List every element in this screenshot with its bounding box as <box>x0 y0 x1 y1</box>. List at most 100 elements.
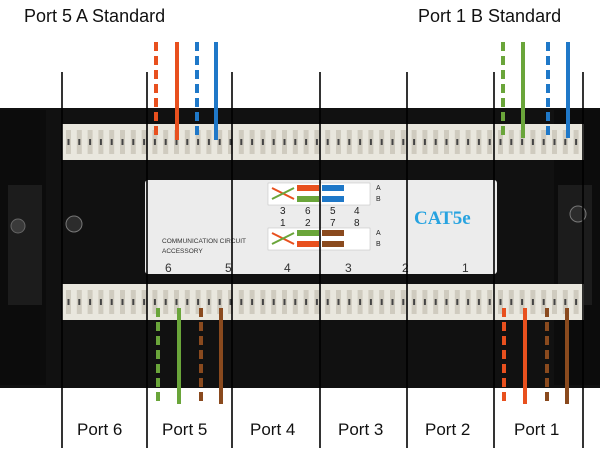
idc-slot <box>369 299 372 305</box>
pin-1: 1 <box>280 218 286 229</box>
plate-port-1: 1 <box>462 261 469 275</box>
idc-slot <box>434 139 437 145</box>
idc-slot <box>391 299 394 305</box>
idc-slot <box>305 139 308 145</box>
idc-slot <box>413 299 416 305</box>
idc-slot <box>294 139 297 145</box>
idc-slot <box>456 139 459 145</box>
idc-slot <box>456 299 459 305</box>
wires-port5-top <box>154 42 218 140</box>
idc-slot <box>229 299 232 305</box>
idc-slot <box>110 139 113 145</box>
idc-slot <box>510 299 513 305</box>
idc-slot <box>521 139 524 145</box>
port-label-5: Port 5 <box>162 420 208 439</box>
idc-slot <box>553 299 556 305</box>
plate-port-numbers: 6 5 4 3 2 1 <box>165 261 469 275</box>
idc-slot <box>121 299 124 305</box>
idc-slot <box>272 139 275 145</box>
idc-slot <box>207 299 210 305</box>
screw-left-icon <box>10 218 26 234</box>
plate-port-5: 5 <box>225 261 232 275</box>
plate-port-4: 4 <box>284 261 291 275</box>
idc-slot <box>283 139 286 145</box>
idc-slot <box>186 139 189 145</box>
idc-slot <box>326 299 329 305</box>
idc-slot <box>240 139 243 145</box>
idc-slot <box>348 299 351 305</box>
port-label-1: Port 1 <box>514 420 560 439</box>
idc-slot <box>445 139 448 145</box>
pair-tag-bottom-a: A <box>376 230 381 237</box>
idc-slot <box>488 139 491 145</box>
idc-slot <box>132 139 135 145</box>
category-label: CAT5e <box>414 208 471 229</box>
idc-slot <box>99 139 102 145</box>
plate-label-line2: ACCESSORY <box>162 248 203 255</box>
idc-slot <box>434 299 437 305</box>
idc-strip-bg <box>62 284 584 320</box>
idc-slot <box>218 139 221 145</box>
idc-slot <box>251 139 254 145</box>
label-plate <box>145 180 497 274</box>
pin-7: 7 <box>330 218 336 229</box>
idc-slot <box>467 299 470 305</box>
idc-slot <box>575 299 578 305</box>
idc-slot <box>326 139 329 145</box>
screw-left-inner-icon <box>65 215 83 233</box>
plate-port-2: 2 <box>402 261 409 275</box>
idc-slot <box>467 139 470 145</box>
idc-slot <box>143 139 146 145</box>
idc-slot <box>499 139 502 145</box>
pin-5: 5 <box>330 206 336 217</box>
idc-slot <box>337 139 340 145</box>
idc-slot <box>521 299 524 305</box>
plate-port-3: 3 <box>345 261 352 275</box>
idc-slot <box>575 139 578 145</box>
idc-slot <box>78 299 81 305</box>
plate-port-6: 6 <box>165 261 172 275</box>
idc-slot <box>121 139 124 145</box>
idc-slot <box>99 299 102 305</box>
idc-slot <box>132 299 135 305</box>
idc-slot <box>153 139 156 145</box>
idc-slot <box>186 299 189 305</box>
pin-numbers-bottom: 1 2 7 8 <box>280 218 360 229</box>
idc-slot <box>445 299 448 305</box>
idc-slot <box>542 139 545 145</box>
plate-label-line1: COMMUNICATION CIRCUIT <box>162 238 246 245</box>
idc-slot <box>488 299 491 305</box>
idc-slot <box>315 139 318 145</box>
pin-8: 8 <box>354 218 360 229</box>
idc-slot <box>175 139 178 145</box>
idc-strip-bottom <box>62 284 584 320</box>
wires-port5-bottom <box>156 308 223 404</box>
idc-slot <box>477 299 480 305</box>
idc-slot <box>423 299 426 305</box>
header-right: Port 1 B Standard <box>418 6 562 26</box>
idc-slot <box>531 299 534 305</box>
idc-slot <box>359 139 362 145</box>
idc-slot <box>391 139 394 145</box>
pair-tag-bottom-b: B <box>376 241 381 248</box>
wires-port1-top <box>501 42 570 138</box>
idc-slot <box>67 299 70 305</box>
idc-slot <box>175 299 178 305</box>
idc-slot <box>197 299 200 305</box>
idc-slot <box>337 299 340 305</box>
idc-slot <box>510 139 513 145</box>
idc-slot <box>553 139 556 145</box>
idc-slot <box>207 139 210 145</box>
wires-port1-bottom <box>502 308 569 404</box>
idc-slot <box>315 299 318 305</box>
idc-slot <box>305 299 308 305</box>
port-label-3: Port 3 <box>338 420 384 439</box>
idc-slot <box>413 139 416 145</box>
pin-4: 4 <box>354 206 360 217</box>
idc-strip-top <box>62 124 584 160</box>
screw-right-icon <box>569 205 587 223</box>
port-label-6: Port 6 <box>77 420 123 439</box>
idc-slot <box>240 299 243 305</box>
idc-slot <box>369 139 372 145</box>
idc-slot <box>477 139 480 145</box>
